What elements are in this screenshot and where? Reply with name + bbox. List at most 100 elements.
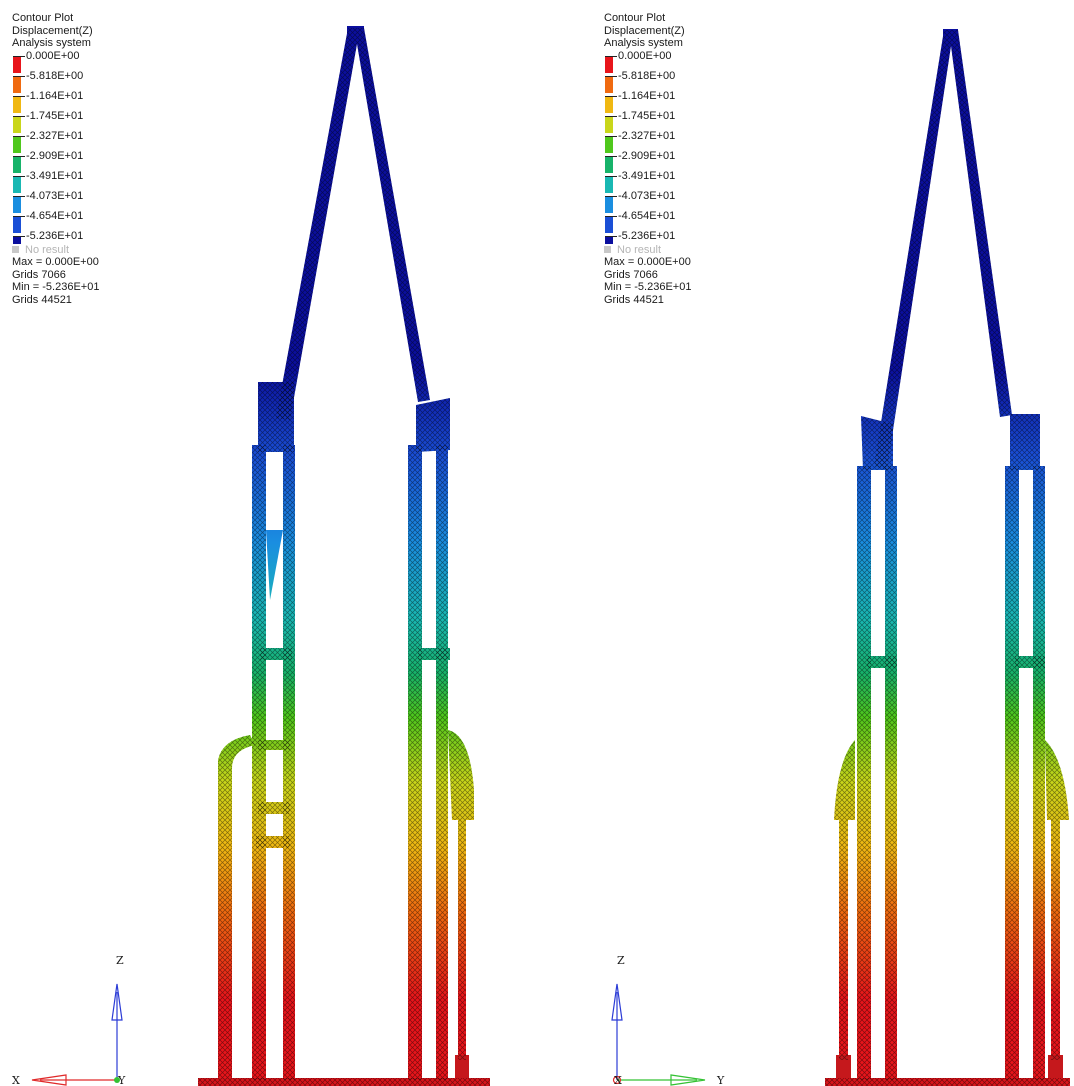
scale-label: -2.327E+01 xyxy=(618,129,676,142)
no-result-entry: No result xyxy=(12,244,142,257)
scale-swatch xyxy=(13,155,21,173)
scale-swatch xyxy=(605,155,613,173)
scale-label: -5.818E+00 xyxy=(618,69,676,82)
scale-tick xyxy=(605,155,617,157)
scale-label: -4.073E+01 xyxy=(618,189,676,202)
legend-system: Analysis system xyxy=(12,37,91,49)
scale-label: 0.000E+00 xyxy=(618,49,672,62)
mesh-overlay xyxy=(198,28,490,1086)
left-rod-foot xyxy=(836,1055,851,1080)
contour-view-right[interactable]: Contour Plot Displacement(Z) Analysis sy… xyxy=(537,0,1074,1086)
scale-label: -4.654E+01 xyxy=(618,209,676,222)
scale-tick xyxy=(13,155,25,157)
scale-tick xyxy=(13,235,25,237)
z-axis-label: Z xyxy=(116,954,124,967)
scale-label: -1.164E+01 xyxy=(26,89,84,102)
max-value: Max = 0.000E+00 xyxy=(604,256,691,268)
y-axis-dot xyxy=(114,1077,120,1083)
min-grid: Grids 44521 xyxy=(12,293,72,306)
scale-label: -5.236E+01 xyxy=(618,229,676,242)
scale-swatch xyxy=(605,235,613,244)
y-axis-label: Y xyxy=(117,1074,126,1086)
scale-tick xyxy=(605,195,617,197)
scale-label: -2.909E+01 xyxy=(26,149,84,162)
scale-tick xyxy=(13,175,25,177)
scale-swatch xyxy=(605,75,613,93)
legend-title: Contour Plot xyxy=(12,12,74,24)
color-scale: 0.000E+00 -5.818E+00 -1.164E+01 -1.745E+01 -… xyxy=(604,49,734,244)
scale-tick xyxy=(605,235,617,237)
scale-label: -4.654E+01 xyxy=(26,209,84,222)
scale-tick xyxy=(605,55,617,57)
scale-label: -5.236E+01 xyxy=(26,229,84,242)
fe-model-right[interactable]: Z X Y xyxy=(537,0,1074,1086)
scale-label: -3.491E+01 xyxy=(618,169,676,182)
scale-swatch xyxy=(605,175,613,193)
scale-tick xyxy=(13,215,25,217)
scale-tick xyxy=(13,95,25,97)
no-result-label: No result xyxy=(617,243,662,256)
no-result-label: No result xyxy=(25,243,70,256)
scale-swatch xyxy=(13,75,21,93)
scale-swatch xyxy=(13,195,21,213)
scale-swatch xyxy=(13,55,21,73)
y-axis-head xyxy=(670,1074,706,1086)
scale-label: -5.818E+00 xyxy=(26,69,84,82)
scale-label: -1.164E+01 xyxy=(618,89,676,102)
legend-system: Analysis system xyxy=(604,37,683,49)
scale-tick xyxy=(605,175,617,177)
no-result-entry: No result xyxy=(604,244,734,257)
x-axis-head xyxy=(31,1074,67,1086)
left-tower-brace xyxy=(266,530,283,600)
max-grid: Grids 7066 xyxy=(604,268,658,281)
right-rod-foot xyxy=(1048,1055,1063,1080)
scale-swatch xyxy=(13,95,21,113)
y-axis-label: Y xyxy=(716,1074,725,1086)
scale-swatch xyxy=(605,135,613,153)
scale-label: -2.327E+01 xyxy=(26,129,84,142)
min-grid: Grids 44521 xyxy=(604,293,664,306)
scale-tick xyxy=(605,215,617,217)
contour-legend: Contour Plot Displacement(Z) Analysis sy… xyxy=(12,12,142,306)
scale-swatch xyxy=(605,115,613,133)
scale-swatch xyxy=(13,115,21,133)
x-axis-label: X xyxy=(614,1074,622,1086)
legend-stats: Max = 0.000E+00 Grids 7066 Min = -5.236E… xyxy=(604,256,734,306)
z-axis-head xyxy=(111,983,123,1021)
z-axis-head xyxy=(611,983,623,1021)
max-value: Max = 0.000E+00 xyxy=(12,256,99,268)
scale-swatch xyxy=(13,135,21,153)
scale-tick xyxy=(13,195,25,197)
scale-label: -1.745E+01 xyxy=(26,109,84,122)
scale-tick xyxy=(605,135,617,137)
scale-tick xyxy=(13,135,25,137)
legend-title: Contour Plot xyxy=(604,12,666,24)
x-axis-label: X xyxy=(12,1074,20,1086)
no-result-swatch xyxy=(12,246,19,254)
scale-swatch xyxy=(605,95,613,113)
scale-swatch xyxy=(13,235,21,244)
color-scale: 0.000E+00 -5.818E+00 -1.164E+01 -1.745E+01 -… xyxy=(12,49,142,244)
right-rod-foot xyxy=(455,1055,469,1080)
no-result-swatch xyxy=(604,246,611,254)
max-grid: Grids 7066 xyxy=(12,268,66,281)
scale-label: -4.073E+01 xyxy=(26,189,84,202)
scale-tick xyxy=(13,55,25,57)
legend-result-type: Displacement(Z) xyxy=(604,24,685,37)
scale-tick xyxy=(605,75,617,77)
scale-swatch xyxy=(605,55,613,73)
contour-view-left[interactable]: Contour Plot Displacement(Z) Analysis sy… xyxy=(0,0,537,1086)
fe-model-left[interactable]: Z X Y xyxy=(0,0,537,1086)
scale-label: -3.491E+01 xyxy=(26,169,84,182)
z-axis-label: Z xyxy=(617,954,625,967)
contour-legend: Contour Plot Displacement(Z) Analysis sy… xyxy=(604,12,734,306)
scale-swatch xyxy=(13,215,21,233)
scale-tick xyxy=(13,75,25,77)
scale-swatch xyxy=(605,195,613,213)
scale-label: 0.000E+00 xyxy=(26,49,80,62)
axis-triad: Z X Y xyxy=(611,954,725,1086)
scale-label: -1.745E+01 xyxy=(618,109,676,122)
legend-stats: Max = 0.000E+00 Grids 7066 Min = -5.236E… xyxy=(12,256,142,306)
axis-triad: Z X Y xyxy=(12,954,126,1086)
scale-tick xyxy=(605,95,617,97)
